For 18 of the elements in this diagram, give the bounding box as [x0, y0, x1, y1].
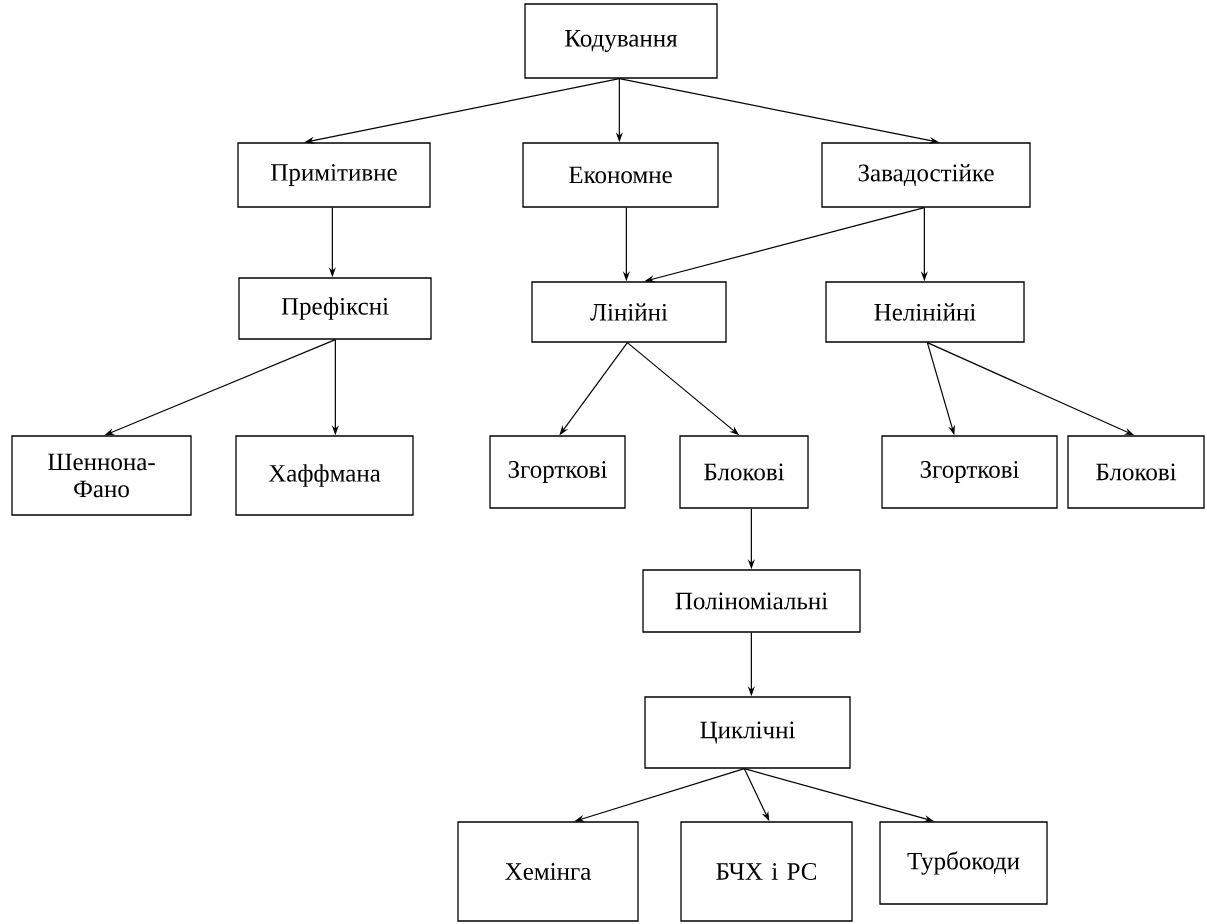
box: БЧХ і РС: [680, 821, 853, 922]
box: Блокові: [679, 435, 809, 509]
box: Примітивне: [237, 142, 431, 208]
box: Завадостійке: [821, 142, 1031, 208]
box: Лінійні: [531, 281, 727, 343]
box: Хаффмана: [235, 435, 414, 516]
box: Циклічні: [644, 696, 851, 769]
box: Префіксні: [238, 277, 432, 340]
box: Економне: [522, 142, 719, 208]
box: Згорткові: [881, 435, 1058, 509]
box: Поліноміальні: [642, 569, 861, 633]
box: Шеннона-Фано: [11, 435, 192, 516]
box: Турбокоди: [879, 821, 1048, 905]
box: Кодування: [524, 3, 718, 79]
box: Згорткові: [489, 435, 626, 509]
box: Хемінга: [457, 821, 639, 922]
box: Нелінійні: [825, 281, 1025, 343]
box: Блокові: [1067, 435, 1205, 509]
